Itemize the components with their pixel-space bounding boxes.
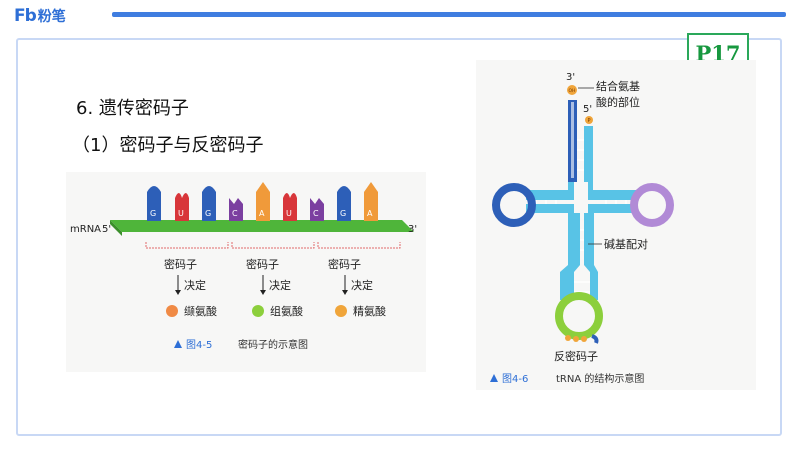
base-U-2: U bbox=[283, 193, 297, 221]
svg-text:C: C bbox=[232, 209, 238, 218]
trna-caption-num: 图4-6 bbox=[502, 373, 528, 385]
binding-site-line1: 结合氨基 bbox=[596, 79, 640, 93]
svg-text:OH: OH bbox=[569, 88, 576, 94]
t-arm-strand bbox=[588, 182, 636, 200]
trna-five-prime: 5' bbox=[583, 104, 592, 115]
codon-diagram: mRNA 5' 3' G U G C A U bbox=[70, 182, 417, 351]
svg-text:G: G bbox=[205, 209, 211, 218]
mrna-three-prime: 3' bbox=[408, 224, 417, 235]
trna-caption-text: tRNA 的结构示意图 bbox=[556, 372, 644, 385]
decide-label-2: 决定 bbox=[269, 278, 291, 292]
anticodon-stem-left bbox=[560, 213, 580, 300]
svg-text:P: P bbox=[588, 118, 591, 124]
base-A-2: A bbox=[364, 182, 378, 221]
anticodon-base-1 bbox=[565, 335, 571, 341]
codon-bracket-3 bbox=[317, 242, 401, 249]
amino-acid-ball-2 bbox=[252, 305, 264, 317]
codon-bracket-2 bbox=[231, 242, 315, 249]
base-G-1: G bbox=[147, 186, 161, 221]
codon-label-2: 密码子 bbox=[246, 257, 279, 271]
svg-text:G: G bbox=[340, 209, 346, 218]
codon-caption-text: 密码子的示意图 bbox=[238, 338, 308, 351]
svg-text:G: G bbox=[150, 209, 156, 218]
svg-text:U: U bbox=[178, 209, 184, 218]
base-C-1: C bbox=[229, 198, 243, 221]
caption-triangle-icon bbox=[174, 340, 182, 348]
t-loop bbox=[630, 183, 674, 227]
d-loop bbox=[492, 183, 536, 227]
amino-acid-1: 缬氨酸 bbox=[184, 304, 217, 318]
base-G-3: G bbox=[337, 186, 351, 221]
mrna-strand bbox=[110, 220, 414, 232]
svg-text:U: U bbox=[286, 209, 292, 218]
base-C-2: C bbox=[310, 198, 324, 221]
codon-label-3: 密码子 bbox=[328, 257, 361, 271]
logo-text: 粉笔 bbox=[37, 9, 66, 25]
svg-text:A: A bbox=[259, 209, 265, 218]
oh-group-icon bbox=[567, 85, 577, 95]
base-A-1: A bbox=[256, 182, 270, 221]
svg-text:A: A bbox=[367, 209, 373, 218]
decide-label-3: 决定 bbox=[351, 278, 373, 292]
section-title: 6. 遗传密码子 bbox=[76, 98, 189, 119]
phosphate-icon bbox=[585, 116, 593, 124]
base-U-1: U bbox=[175, 193, 189, 221]
header-accent-bar bbox=[112, 12, 786, 17]
trna-three-prime: 3' bbox=[566, 72, 575, 83]
trna-diagram: OH P 3' 5' 结合氨基 酸的部位 bbox=[490, 72, 674, 385]
anticodon-label: 反密码子 bbox=[554, 349, 598, 363]
amino-acid-3: 精氨酸 bbox=[353, 304, 386, 318]
brand-logo: Fb 粉笔 bbox=[14, 6, 66, 26]
svg-text:C: C bbox=[313, 209, 319, 218]
decide-label-1: 决定 bbox=[184, 278, 206, 292]
anticodon-stem-right bbox=[584, 213, 598, 300]
anticodon-base-2 bbox=[573, 336, 579, 342]
acceptor-strand-5prime bbox=[584, 126, 593, 182]
logo-mark: Fb bbox=[14, 6, 37, 26]
mrna-label: mRNA bbox=[70, 224, 101, 235]
binding-site-line2: 酸的部位 bbox=[596, 95, 640, 109]
d-arm-strand bbox=[526, 182, 574, 200]
anticodon-loop bbox=[555, 292, 603, 340]
codon-label-1: 密码子 bbox=[164, 257, 197, 271]
base-pairing-label: 碱基配对 bbox=[604, 237, 648, 251]
amino-acid-ball-3 bbox=[335, 305, 347, 317]
caption-triangle-icon bbox=[490, 374, 498, 382]
anticodon-base-3 bbox=[581, 336, 587, 342]
subsection-title: （1）密码子与反密码子 bbox=[72, 135, 264, 156]
amino-acid-2: 组氨酸 bbox=[270, 304, 303, 318]
codon-caption-num: 图4-5 bbox=[186, 339, 212, 351]
codon-bracket-1 bbox=[145, 242, 229, 249]
amino-acid-ball-1 bbox=[166, 305, 178, 317]
codon-figure: mRNA 5' 3' G U G C A U bbox=[66, 172, 426, 372]
mrna-five-prime: 5' bbox=[102, 224, 111, 235]
trna-figure: OH P 3' 5' 结合氨基 酸的部位 bbox=[476, 60, 756, 390]
base-G-2: G bbox=[202, 186, 216, 221]
